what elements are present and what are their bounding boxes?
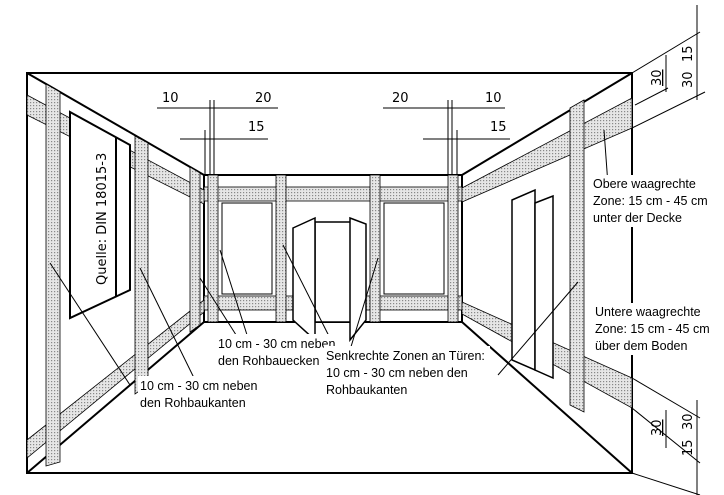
room-outline bbox=[26, 72, 633, 474]
dim-floor-15: 15 bbox=[681, 439, 696, 456]
svg-text:Obere waagrechte: Obere waagrechte bbox=[593, 177, 696, 191]
dim-right-20: 20 bbox=[392, 91, 409, 106]
dim-ceiling-30-inner: 30 bbox=[650, 69, 665, 86]
dim-ceiling-30-outer: 30 bbox=[681, 71, 696, 88]
dim-floor-30-inner: 30 bbox=[650, 419, 665, 436]
svg-text:Senkrechte Zonen an Türen:: Senkrechte Zonen an Türen: bbox=[326, 349, 485, 363]
dimension-lines bbox=[157, 5, 706, 495]
dim-ceiling-15: 15 bbox=[681, 45, 696, 62]
svg-text:Rohbaukanten: Rohbaukanten bbox=[326, 383, 407, 397]
svg-text:Untere waagrechte: Untere waagrechte bbox=[595, 305, 701, 319]
label-corners: 10 cm - 30 cm neben den Rohbauecken bbox=[216, 334, 335, 368]
label-edges: 10 cm - 30 cm neben den Rohbaukanten bbox=[138, 376, 258, 410]
label-lower-zone: Untere waagrechte Zone: 15 cm - 45 cm üb… bbox=[593, 303, 719, 355]
door-back bbox=[292, 216, 367, 343]
svg-text:Zone: 15 cm - 45 cm: Zone: 15 cm - 45 cm bbox=[595, 322, 710, 336]
leader-lines bbox=[49, 129, 609, 386]
svg-text:über dem Boden: über dem Boden bbox=[595, 339, 687, 353]
right-wall-zones bbox=[461, 97, 633, 413]
svg-text:den Rohbauecken: den Rohbauecken bbox=[218, 354, 320, 368]
svg-text:10 cm - 30 cm neben: 10 cm - 30 cm neben bbox=[140, 379, 257, 393]
svg-text:unter der Decke: unter der Decke bbox=[593, 211, 682, 225]
svg-text:den Rohbaukanten: den Rohbaukanten bbox=[140, 396, 246, 410]
dim-floor-30-outer: 30 bbox=[681, 413, 696, 430]
dim-left-15: 15 bbox=[248, 120, 265, 135]
label-doors: Senkrechte Zonen an Türen: 10 cm - 30 cm… bbox=[324, 346, 490, 398]
dim-left-10: 10 bbox=[162, 91, 179, 106]
dim-left-20: 20 bbox=[255, 91, 272, 106]
label-upper-zone: Obere waagrechte Zone: 15 cm - 45 cm unt… bbox=[591, 175, 717, 227]
svg-text:Zone: 15 cm - 45 cm: Zone: 15 cm - 45 cm bbox=[593, 194, 708, 208]
source-label: Quelle: DIN 18015-3 bbox=[95, 153, 110, 285]
svg-text:10 cm - 30 cm neben den: 10 cm - 30 cm neben den bbox=[326, 366, 468, 380]
left-wall-zones bbox=[26, 83, 205, 467]
dim-right-15: 15 bbox=[490, 120, 507, 135]
dim-right-10: 10 bbox=[485, 91, 502, 106]
svg-text:10 cm - 30 cm neben: 10 cm - 30 cm neben bbox=[218, 337, 335, 351]
